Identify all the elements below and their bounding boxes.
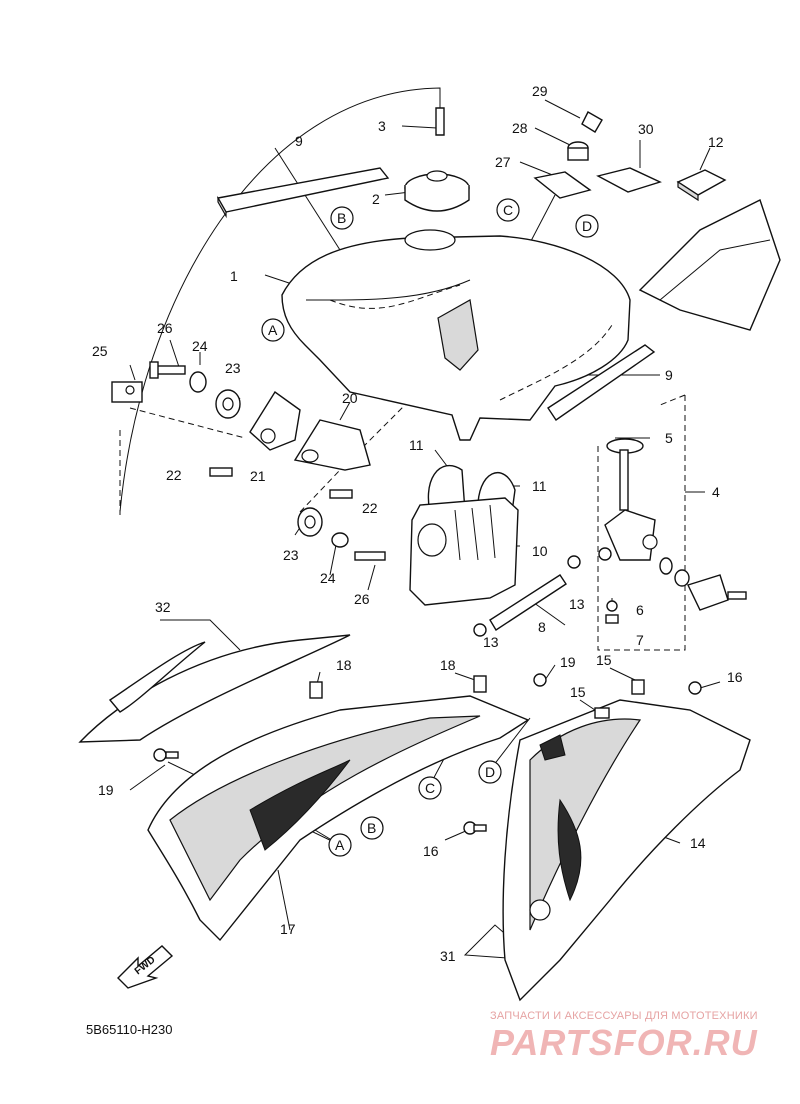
- part-number: 1: [230, 268, 238, 284]
- frame-section: [638, 199, 781, 331]
- part-10-damper: [409, 497, 519, 606]
- part-20-bracket: [293, 419, 371, 471]
- part-28-collar: [567, 141, 589, 161]
- ref-letter: D: [485, 764, 495, 780]
- part-number: 6: [636, 602, 644, 618]
- part-number: 7: [636, 632, 644, 648]
- part-number: 19: [98, 782, 114, 798]
- part-number: 13: [483, 634, 499, 650]
- part-13-clip-lower: [473, 623, 487, 637]
- ref-letter: C: [503, 202, 513, 218]
- part-number: 12: [708, 134, 724, 150]
- part-13-clip-upper: [567, 555, 581, 569]
- ref-letter: C: [425, 780, 435, 796]
- ref-letter: D: [582, 218, 592, 234]
- ref-letter: A: [335, 837, 345, 853]
- forward-arrow-icon: FWD: [117, 945, 174, 989]
- reference-callouts: B C D A A B C D: [261, 198, 599, 857]
- part-23-grommet-upper: [215, 389, 241, 419]
- part-30-bracket: [596, 167, 662, 193]
- part-29-screw: [581, 111, 603, 133]
- part-26-bolt-lower: [354, 551, 386, 561]
- part-number: 25: [92, 343, 108, 359]
- part-1-fuel-tank: [281, 229, 631, 441]
- part-12-pad: [676, 169, 727, 202]
- part-number: 22: [166, 467, 182, 483]
- part-number: 23: [283, 547, 299, 563]
- part-number: 9: [665, 367, 673, 383]
- part-number-labels: 1 2 3 4 5 6 7 8 9 9 10 11 11 12 13 13 14…: [92, 83, 743, 964]
- part-17-side-cover-left: [147, 695, 530, 942]
- part-2-fuel-cap: [404, 170, 470, 212]
- part-number: 22: [362, 500, 378, 516]
- part-number: 28: [512, 120, 528, 136]
- ref-letter: B: [367, 820, 376, 836]
- part-number: 9: [295, 133, 303, 149]
- part-8-fuel-hose: [489, 574, 567, 631]
- part-32-decal: [78, 634, 351, 743]
- part-number: 17: [280, 921, 296, 937]
- part-number: 18: [336, 657, 352, 673]
- part-number: 11: [409, 437, 424, 453]
- part-26-bolt-upper: [149, 361, 186, 379]
- part-number: 3: [378, 118, 386, 134]
- part-number: 8: [538, 619, 546, 635]
- part-number: 26: [354, 591, 370, 607]
- watermark-logo: PARTSFOR.RU: [490, 1022, 758, 1063]
- part-number: 2: [372, 191, 380, 207]
- part-number: 23: [225, 360, 241, 376]
- fasteners: [153, 673, 702, 835]
- drawing-code: 5B65110-H230: [86, 1022, 173, 1037]
- part-23-grommet-lower: [297, 507, 323, 537]
- part-number: 26: [157, 320, 173, 336]
- part-number: 11: [532, 478, 547, 494]
- part-3-breather-hose: [435, 107, 445, 136]
- part-24-collar-lower: [331, 532, 349, 548]
- part-number: 29: [532, 83, 548, 99]
- part-number: 4: [712, 484, 720, 500]
- part-number: 10: [532, 543, 548, 559]
- part-4-fuel-cock: [598, 438, 747, 624]
- watermark-tagline: ЗАПЧАСТИ И АКСЕССУАРЫ ДЛЯ МОТОТЕХНИКИ: [490, 1010, 758, 1022]
- part-number: 16: [727, 669, 743, 685]
- part-number: 15: [596, 652, 612, 668]
- part-number: 24: [320, 570, 336, 586]
- part-number: 24: [192, 338, 208, 354]
- part-number: 14: [690, 835, 706, 851]
- part-number: 15: [570, 684, 586, 700]
- part-25-clamp: [111, 381, 143, 403]
- part-number: 27: [495, 154, 511, 170]
- part-21-bracket: [249, 390, 301, 451]
- part-number: 32: [155, 599, 171, 615]
- part-number: 20: [342, 390, 358, 406]
- part-number: 31: [440, 948, 456, 964]
- part-number: 21: [250, 468, 266, 484]
- part-number: 16: [423, 843, 439, 859]
- part-number: 18: [440, 657, 456, 673]
- ref-letter: B: [337, 210, 346, 226]
- part-number: 5: [665, 430, 673, 446]
- part-9-pad-right: [547, 344, 656, 421]
- part-22-bolt-right: [329, 489, 353, 499]
- part-27-bracket: [533, 171, 592, 199]
- part-24-collar-upper: [189, 371, 207, 393]
- ref-letter: A: [268, 322, 278, 338]
- part-number: 30: [638, 121, 654, 137]
- part-14-side-cover-right: [502, 699, 751, 1002]
- part-number: 13: [569, 596, 585, 612]
- part-9-pad-left: [216, 167, 390, 219]
- part-number: 19: [560, 654, 576, 670]
- part-22-bolt-left: [209, 467, 233, 477]
